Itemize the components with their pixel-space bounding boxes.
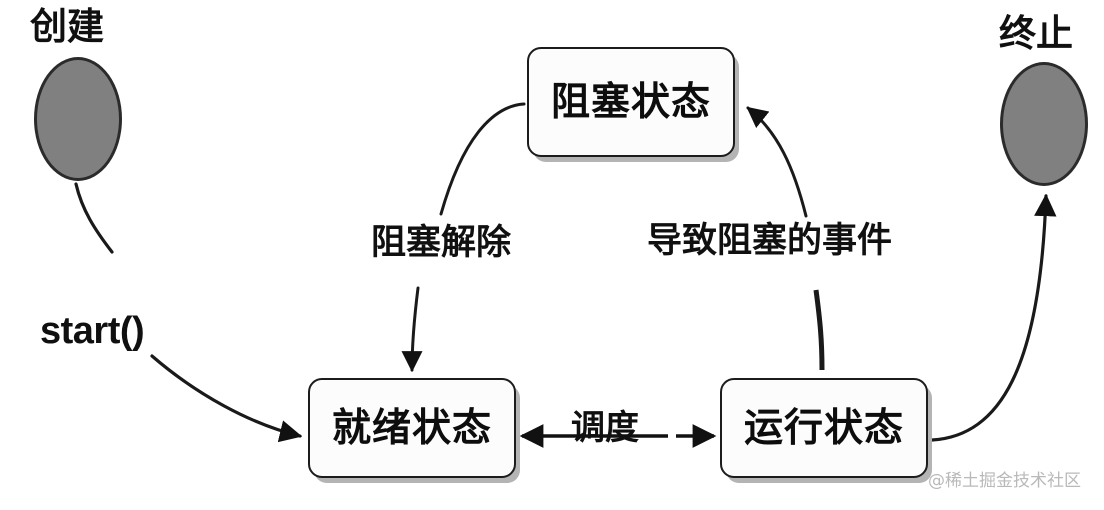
edge-label-schedule: 调度 — [571, 408, 639, 448]
edge-label-block-event: 导致阻塞的事件 — [647, 221, 893, 261]
node-create-ellipse — [34, 57, 122, 181]
node-create-caption: 创建 — [30, 5, 104, 48]
node-terminate[interactable]: 终止 — [999, 15, 1088, 186]
edge-start-curve — [150, 354, 303, 443]
state-box-running[interactable]: 运行状态 — [720, 378, 928, 478]
state-box-blocked-label: 阻塞状态 — [550, 79, 711, 125]
edge-unblock-lower — [401, 286, 423, 373]
edge-blockev-upper — [746, 106, 808, 218]
state-box-blocked[interactable]: 阻塞状态 — [527, 47, 735, 157]
state-box-running-label: 运行状态 — [743, 405, 904, 451]
node-create[interactable]: 创建 — [30, 8, 122, 181]
edge-label-unblock: 阻塞解除 — [371, 223, 512, 263]
edge-blockev-lower — [813, 289, 825, 371]
state-box-ready-label: 就绪状态 — [331, 405, 492, 451]
edge-label-start: start() — [40, 310, 145, 352]
watermark: @稀土掘金技术社区 — [928, 471, 1081, 491]
node-terminate-ellipse — [1000, 62, 1088, 186]
edge-exit-path — [930, 193, 1057, 442]
edge-start-path — [74, 182, 114, 254]
edge-unblock-upper — [439, 102, 526, 216]
node-terminate-caption: 终止 — [999, 12, 1073, 55]
state-box-ready[interactable]: 就绪状态 — [308, 378, 516, 478]
